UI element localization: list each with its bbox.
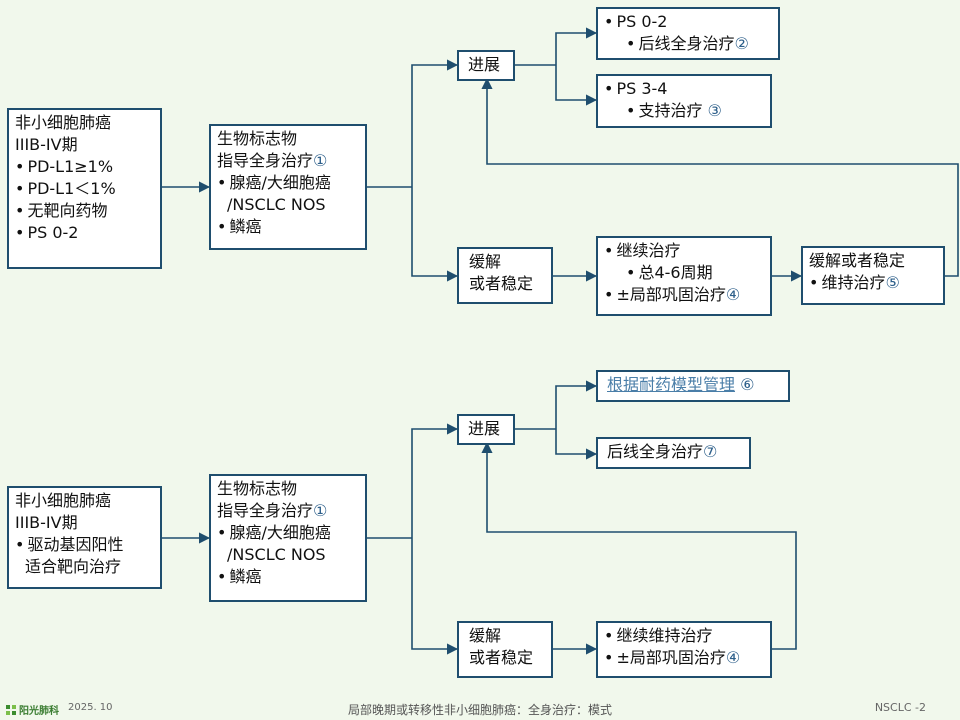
histology-item: /NSCLC NOS <box>227 545 326 564</box>
arrow-to-remission <box>411 187 459 282</box>
ps34-box: PS 3-4 支持治疗 ③ <box>596 74 772 128</box>
maintain-box: 缓解或者稳定 维持治疗⑤ <box>801 246 945 305</box>
continue-maintenance-item: 继续维持治疗 <box>604 625 764 647</box>
arrow2-to-resistance <box>555 380 598 429</box>
footnote-ref: ③ <box>707 101 722 120</box>
arrow-to-ps02 <box>555 27 598 65</box>
patient-box-1: 非小细胞肺癌 IIIB-IV期 PD-L1≥1% PD-L1＜1% 无靶向药物 … <box>7 108 162 269</box>
patient-box-2: 非小细胞肺癌 IIIB-IV期 驱动基因阳性 适合靶向治疗 <box>7 486 162 589</box>
treatment-line1: 生物标志物 <box>217 129 298 148</box>
patient-title: 非小细胞肺癌 <box>15 491 112 510</box>
patient-criterion: 适合靶向治疗 <box>25 557 122 576</box>
treatment-line2: 指导全身治疗① <box>217 151 328 170</box>
patient-criterion: PD-L1≥1% <box>15 156 154 178</box>
footnote-ref: ① <box>313 501 328 520</box>
remission-box-2: 缓解 或者稳定 <box>457 621 553 678</box>
histology-item: 腺癌/大细胞癌 <box>217 522 359 544</box>
continue-box-2: 继续维持治疗 ±局部巩固治疗④ <box>596 621 772 678</box>
patient-criterion: PD-L1＜1% <box>15 178 154 200</box>
resistance-box: 根据耐药模型管理 ⑥ <box>596 370 790 402</box>
patient-stage: IIIB-IV期 <box>15 513 78 532</box>
ps02-sub: 后线全身治疗② <box>604 33 772 55</box>
remission-line1: 缓解 <box>469 252 502 271</box>
progress-label: 进展 <box>468 419 501 438</box>
footnote-ref: ④ <box>725 285 741 304</box>
later-line-box: 后线全身治疗⑦ <box>596 437 751 469</box>
arrow-maintain-back-to-progress <box>481 77 959 277</box>
treatment-line1: 生物标志物 <box>217 479 298 498</box>
patient-title: 非小细胞肺癌 <box>15 113 112 132</box>
consolidation-item: ±局部巩固治疗④ <box>604 647 764 669</box>
treatment-box-1: 生物标志物 指导全身治疗① 腺癌/大细胞癌 /NSCLC NOS 鳞癌 <box>209 124 367 250</box>
ps34-sub: 支持治疗 ③ <box>604 100 764 122</box>
progress-label: 进展 <box>468 55 501 74</box>
patient-stage: IIIB-IV期 <box>15 135 78 154</box>
progress-box-2: 进展 <box>457 414 515 445</box>
remission-line2: 或者稳定 <box>469 274 534 293</box>
arrow2-to-progress <box>411 423 459 538</box>
consolidation-item: ±局部巩固治疗④ <box>604 284 764 306</box>
histology-item: 鳞癌 <box>217 216 359 238</box>
ps02-title: PS 0-2 <box>604 11 772 33</box>
patient-criterion: PS 0-2 <box>15 222 154 244</box>
ps02-box: PS 0-2 后线全身治疗② <box>596 7 780 60</box>
remission-line2: 或者稳定 <box>469 648 534 667</box>
footnote-ref: ① <box>313 151 328 170</box>
later-line-label: 后线全身治疗⑦ <box>607 442 718 461</box>
arrow-to-progress <box>411 59 459 187</box>
continue-sub: 总4-6周期 <box>604 262 764 284</box>
maintain-item: 维持治疗⑤ <box>809 272 937 294</box>
patient-criterion: 无靶向药物 <box>15 200 154 222</box>
logo-icon <box>6 705 16 715</box>
remission-line1: 缓解 <box>469 626 502 645</box>
page-number: NSCLC -2 <box>874 701 926 714</box>
resistance-label: 根据耐药模型管理 ⑥ <box>607 375 755 394</box>
footer: 阳光肺科 2025. 10 局部晚期或转移性非小细胞肺癌：全身治疗：模式 NSC… <box>0 697 960 720</box>
treatment-line2: 指导全身治疗① <box>217 501 328 520</box>
progress-box-1: 进展 <box>457 50 515 81</box>
histology-item: 腺癌/大细胞癌 <box>217 172 359 194</box>
patient-criterion: 驱动基因阳性 <box>15 534 154 556</box>
maintain-title: 缓解或者稳定 <box>809 251 906 270</box>
histology-item: /NSCLC NOS <box>227 195 326 214</box>
footnote-ref: ⑤ <box>885 273 900 292</box>
continue-box-1: 继续治疗 总4-6周期 ±局部巩固治疗④ <box>596 236 772 316</box>
arrow2-continue-back-to-progress <box>481 441 797 650</box>
continue-title: 继续治疗 <box>604 240 764 262</box>
footnote-ref: ④ <box>725 648 741 667</box>
histology-item: 鳞癌 <box>217 566 359 588</box>
arrow2-to-remission <box>411 538 459 655</box>
footnote-ref: ② <box>734 34 749 53</box>
footnote-ref: ⑥ <box>740 375 755 394</box>
ps34-title: PS 3-4 <box>604 78 764 100</box>
treatment-box-2: 生物标志物 指导全身治疗① 腺癌/大细胞癌 /NSCLC NOS 鳞癌 <box>209 474 367 602</box>
footer-date: 2025. 10 <box>68 702 113 713</box>
remission-box-1: 缓解 或者稳定 <box>457 247 553 304</box>
brand-logo: 阳光肺科 <box>6 702 59 717</box>
footnote-ref: ⑦ <box>703 442 718 461</box>
footer-title: 局部晚期或转移性非小细胞肺癌：全身治疗：模式 <box>347 703 612 717</box>
arrow2-to-later-line <box>555 429 598 460</box>
arrow-to-ps34 <box>555 65 598 106</box>
